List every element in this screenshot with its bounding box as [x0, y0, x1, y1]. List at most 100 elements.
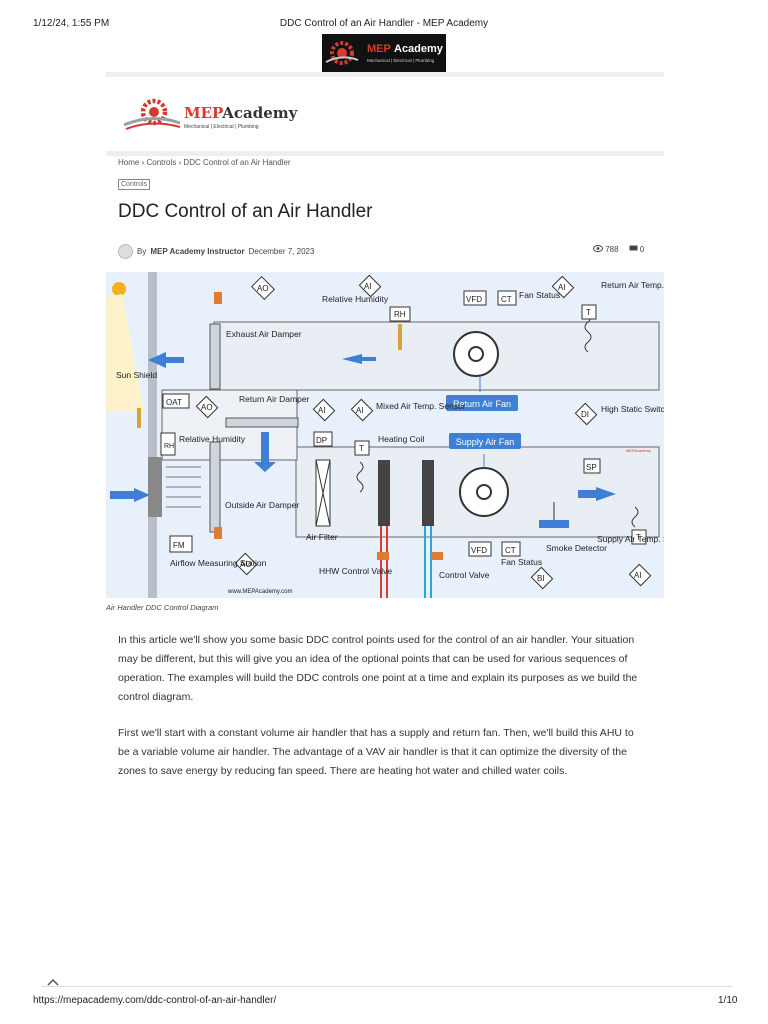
- ao-return-damper-label: AO: [201, 403, 213, 412]
- article-meta: By MEP Academy Instructor December 7, 20…: [118, 244, 314, 259]
- breadcrumb: Home › Controls › DDC Control of an Air …: [118, 158, 291, 167]
- avatar: [118, 244, 133, 259]
- bi-label: BI: [537, 574, 545, 583]
- breadcrumb-current: DDC Control of an Air Handler: [183, 158, 291, 167]
- cooling-coil: [422, 460, 434, 526]
- footer-url: https://mepacademy.com/ddc-control-of-an…: [33, 995, 277, 1006]
- ct-supply-label: CT: [505, 546, 516, 555]
- site-logo-name-a: MEP: [184, 104, 223, 122]
- paragraph-2: First we'll start with a constant volume…: [118, 727, 634, 777]
- mixed-air-label: Mixed Air Temp. Sensor: [376, 401, 466, 411]
- oat-label: OAT: [166, 398, 182, 407]
- rh-box-label: RH: [394, 310, 406, 319]
- site-logo-tagline: Mechanical | Electrical | Plumbing: [184, 124, 259, 130]
- diagram-svg: Return Air Fan Supply Air Fan AO AI: [106, 272, 664, 598]
- relative-humidity-side-label: Relative Humidity: [179, 434, 246, 444]
- heating-coil-label: Heating Coil: [378, 434, 424, 444]
- paragraph-1: In this article we'll show you some basi…: [118, 634, 638, 703]
- airflow-station-grille: [148, 457, 162, 517]
- t-supply-label: T: [636, 533, 641, 542]
- high-static-label: High Static Switch: [601, 404, 664, 414]
- rh-side-label: RH: [164, 443, 174, 450]
- footer-page-number: 1/10: [718, 995, 738, 1006]
- ao-exhaust-label: AO: [257, 284, 269, 293]
- fan-status-return-label: Fan Status: [519, 290, 560, 300]
- supply-air-fan-label: Supply Air Fan: [456, 437, 515, 447]
- gear-logo-icon: [123, 98, 181, 130]
- author-link[interactable]: MEP Academy Instructor: [150, 247, 245, 256]
- ct-return-label: CT: [501, 295, 512, 304]
- relative-humidity-label: Relative Humidity: [322, 294, 389, 304]
- control-valve-label: Control Valve: [439, 570, 490, 580]
- return-arrow: [342, 354, 376, 364]
- breadcrumb-controls[interactable]: Controls: [146, 158, 177, 167]
- comment-icon: [629, 245, 638, 251]
- return-duct: [213, 321, 660, 391]
- fm-label: FM: [173, 541, 185, 550]
- return-air-fan-label: Return Air Fan: [453, 399, 511, 409]
- site-logo-name-b: Academy: [222, 104, 298, 122]
- breadcrumb-separator: ›: [141, 158, 145, 167]
- scroll-to-top-icon[interactable]: [46, 974, 60, 988]
- print-footer: https://mepacademy.com/ddc-control-of-an…: [0, 974, 768, 1024]
- website-label: www.MEPAcademy.com: [227, 589, 292, 595]
- exhaust-damper: [209, 323, 299, 533]
- top-logo[interactable]: MEP Academy Mechanical | Electrical | Pl…: [322, 34, 446, 72]
- footer-divider: [42, 986, 732, 987]
- site-logo-text: MEPAcademy: [184, 104, 297, 122]
- ai-mixed-label: AI: [356, 406, 364, 415]
- print-date: 1/12/24, 1:55 PM: [33, 18, 110, 29]
- comments-count[interactable]: 0: [629, 245, 645, 254]
- top-logo-name-b: Academy: [394, 43, 444, 55]
- site-header: MEPAcademy Mechanical | Electrical | Plu…: [106, 72, 664, 156]
- figure-caption: Air Handler DDC Control Diagram: [106, 603, 219, 612]
- breadcrumb-home[interactable]: Home: [118, 158, 140, 167]
- wall: [148, 272, 157, 598]
- smoke-detector-label: Smoke Detector: [546, 543, 607, 553]
- small-logo-label: MEPAcademy: [626, 448, 651, 453]
- intake-arrow: [110, 488, 150, 502]
- sun-icon: [106, 282, 144, 412]
- article-stats: 788 0: [593, 245, 644, 254]
- return-damper-label: Return Air Damper: [239, 394, 310, 404]
- supply-air-temp-label: Supply Air Temp. Sensor: [597, 534, 664, 544]
- vfd-return-label: VFD: [466, 295, 482, 304]
- air-filter-label: Air Filter: [306, 532, 338, 542]
- hhw-valve-label: HHW Control Valve: [319, 566, 392, 576]
- category-tag[interactable]: Controls: [118, 179, 151, 190]
- exhaust-damper-label: Exhaust Air Damper: [226, 329, 302, 339]
- di-label: DI: [581, 410, 589, 419]
- airflow-station-label: Airflow Measuring Station: [170, 558, 267, 568]
- comments-value: 0: [639, 245, 645, 254]
- exhaust-arrow: [148, 352, 184, 368]
- heating-coil: [378, 460, 390, 526]
- sun-shield-label: Sun Shield: [116, 370, 157, 380]
- vfd-supply-label: VFD: [471, 546, 487, 555]
- ai-rh-label: AI: [364, 282, 372, 291]
- views-count: 788: [593, 245, 619, 254]
- ai-supply-temp-label: AI: [634, 571, 642, 580]
- t-return-label: T: [586, 308, 591, 317]
- mixed-arrow: [254, 432, 276, 472]
- t-mixed-label: T: [359, 444, 364, 453]
- publish-date: December 7, 2023: [248, 247, 315, 256]
- breadcrumb-separator: ›: [178, 158, 182, 167]
- supply-arrow: [578, 487, 616, 501]
- return-air-temp-label: Return Air Temp. Sensor: [601, 280, 664, 290]
- sp-label: SP: [586, 463, 597, 472]
- air-handler-diagram: Return Air Fan Supply Air Fan AO AI: [106, 272, 664, 598]
- supply-fan-icon: [459, 467, 509, 517]
- site-logo[interactable]: MEPAcademy Mechanical | Electrical | Plu…: [122, 95, 297, 135]
- top-logo-tagline: Mechanical | Electrical | Plumbing: [367, 58, 435, 63]
- page-title: DDC Control of an Air Handler: [118, 201, 373, 222]
- ai-return-temp-label: AI: [558, 283, 566, 292]
- views-value: 788: [605, 245, 619, 254]
- return-fan-icon: [453, 331, 499, 377]
- eye-icon: [593, 245, 603, 252]
- top-logo-name-a: MEP: [367, 43, 391, 55]
- dp-label: DP: [316, 436, 327, 445]
- outside-air-damper-label: Outside Air Damper: [225, 500, 299, 510]
- by-label: By: [137, 247, 147, 256]
- fan-status-supply-label: Fan Status: [501, 557, 542, 567]
- gear-logo-icon: MEP Academy Mechanical | Electrical | Pl…: [325, 41, 444, 65]
